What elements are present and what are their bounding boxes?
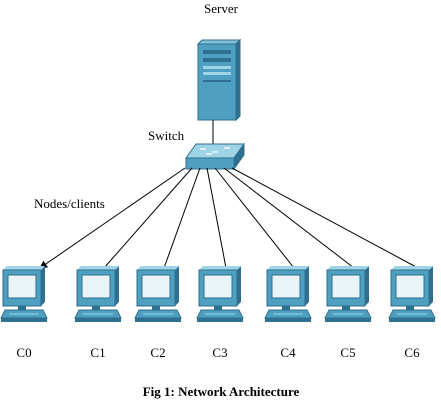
- client-label-c1: C1: [90, 345, 105, 360]
- figure-caption: Fig 1: Network Architecture: [143, 384, 300, 399]
- computer-icon-c3: [196, 266, 244, 322]
- client-label-c4: C4: [280, 345, 296, 360]
- link-c0: [39, 167, 186, 269]
- computer-icon-c6: [388, 266, 436, 322]
- computer-icon-c5: [324, 266, 372, 322]
- computer-icon-c2: [134, 266, 182, 322]
- link-c4: [214, 167, 295, 269]
- link-c6: [231, 167, 419, 269]
- switch-label: Switch: [148, 128, 185, 143]
- computer-icon-c0: [0, 266, 48, 322]
- link-c1: [103, 167, 193, 269]
- client-links: [39, 167, 419, 269]
- client-label-c5: C5: [340, 345, 355, 360]
- client-label-c2: C2: [150, 345, 165, 360]
- client-label-c3: C3: [212, 345, 227, 360]
- server-label: Server: [204, 1, 239, 16]
- server-icon: [196, 38, 242, 122]
- client-label-c0: C0: [16, 345, 31, 360]
- switch-icon: [185, 142, 245, 171]
- client-computers: C0 C1 C2 C3 C4 C5 C6: [0, 266, 436, 360]
- link-c5: [223, 167, 355, 269]
- client-label-c6: C6: [404, 345, 420, 360]
- link-c2: [163, 167, 201, 269]
- link-c3: [206, 167, 227, 269]
- computer-icon-c1: [74, 266, 122, 322]
- computer-icon-c4: [264, 266, 312, 322]
- nodes-label: Nodes/clients: [34, 196, 105, 211]
